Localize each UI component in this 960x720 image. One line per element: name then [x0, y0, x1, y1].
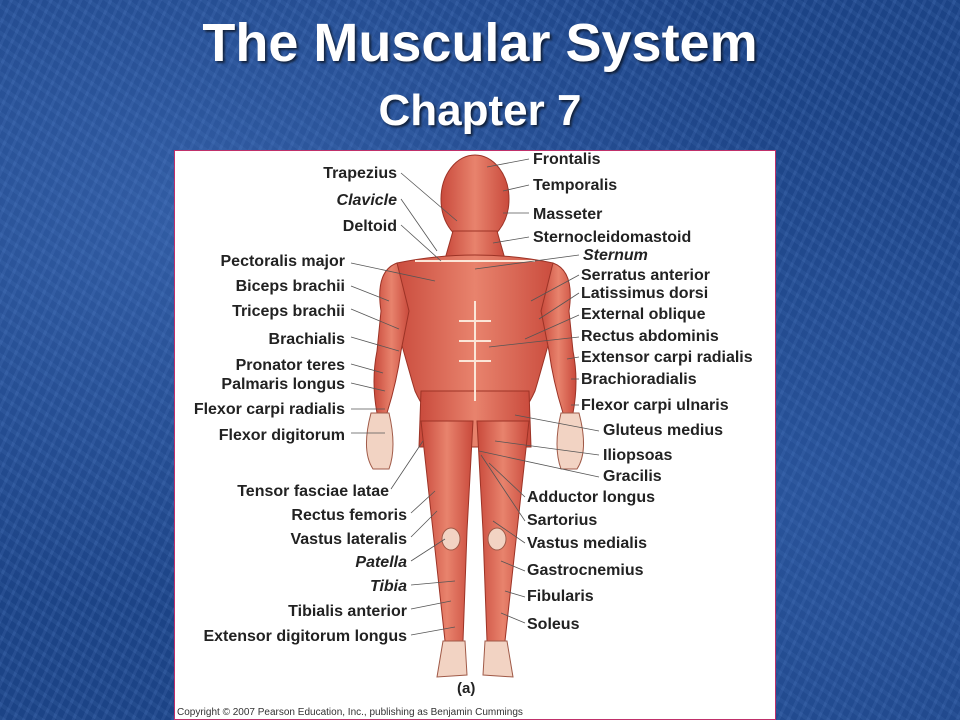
- left-patella-shape: [441, 527, 461, 551]
- label-flexor-carpi-ulnaris: Flexor carpi ulnaris: [581, 397, 729, 414]
- label-adductor-longus: Adductor longus: [527, 489, 655, 506]
- label-brachioradialis: Brachioradialis: [581, 371, 697, 388]
- label-gastrocnemius: Gastrocnemius: [527, 562, 644, 579]
- label-vastus-lateralis: Vastus lateralis: [290, 531, 407, 548]
- slide-title: The Muscular System: [202, 13, 758, 73]
- rectus-abdominis-lines: [459, 301, 491, 401]
- label-deltoid: Deltoid: [342, 218, 397, 235]
- label-patella: Patella: [355, 554, 407, 571]
- label-vastus-medialis: Vastus medialis: [527, 535, 648, 552]
- label-masseter: Masseter: [533, 206, 603, 223]
- label-iliopsoas: Iliopsoas: [603, 447, 673, 464]
- figure-sub-label: (a): [457, 680, 476, 697]
- label-temporalis: Temporalis: [533, 177, 618, 194]
- right-patella-shape: [487, 527, 507, 551]
- left-foot-shape: [436, 640, 468, 678]
- label-pronator-teres: Pronator teres: [235, 357, 345, 374]
- label-sternocleidomastoid: Sternocleidomastoid: [533, 229, 692, 246]
- right-foot-shape: [482, 640, 514, 678]
- label-pectoralis-major: Pectoralis major: [220, 253, 346, 270]
- label-flexor-digitorum: Flexor digitorum: [218, 427, 345, 444]
- label-extensor-carpi-radialis: Extensor carpi radialis: [581, 349, 753, 366]
- label-biceps-brachii: Biceps brachii: [235, 278, 345, 295]
- label-sartorius: Sartorius: [527, 512, 598, 529]
- label-fibularis: Fibularis: [527, 588, 594, 605]
- label-sternum: Sternum: [583, 247, 648, 264]
- label-brachialis: Brachialis: [268, 331, 345, 348]
- label-palmaris-longus: Palmaris longus: [221, 376, 345, 393]
- label-gracilis: Gracilis: [603, 468, 662, 485]
- label-soleus: Soleus: [527, 616, 580, 633]
- anatomy-figure-panel: Trapezius Clavicle Deltoid Pectoralis ma…: [174, 150, 776, 720]
- leader-lines: [350, 158, 600, 636]
- copyright-notice: Copyright © 2007 Pearson Education, Inc.…: [177, 707, 523, 718]
- label-clavicle: Clavicle: [336, 192, 397, 209]
- label-gluteus-medius: Gluteus medius: [603, 422, 724, 439]
- label-triceps-brachii: Triceps brachii: [232, 303, 345, 320]
- label-rectus-femoris: Rectus femoris: [291, 507, 407, 524]
- label-trapezius: Trapezius: [323, 165, 397, 182]
- label-tibia: Tibia: [369, 578, 407, 595]
- head-shape: [440, 154, 510, 244]
- label-latissimus-dorsi: Latissimus dorsi: [581, 285, 709, 302]
- slide-subtitle: Chapter 7: [378, 86, 582, 135]
- label-rectus-abdominis: Rectus abdominis: [581, 328, 719, 345]
- label-flexor-carpi-radialis: Flexor carpi radialis: [193, 401, 345, 418]
- right-hand-shape: [556, 412, 584, 470]
- label-extensor-digitorum-longus: Extensor digitorum longus: [203, 628, 407, 645]
- left-hand-shape: [366, 412, 394, 470]
- label-tensor-fasciae-latae: Tensor fasciae latae: [237, 483, 389, 500]
- label-external-oblique: External oblique: [581, 306, 706, 323]
- label-frontalis: Frontalis: [533, 151, 601, 168]
- muscular-body-illustration: [350, 154, 600, 678]
- label-serratus-anterior: Serratus anterior: [581, 267, 710, 284]
- label-tibialis-anterior: Tibialis anterior: [288, 603, 407, 620]
- left-arm-shape: [373, 262, 410, 414]
